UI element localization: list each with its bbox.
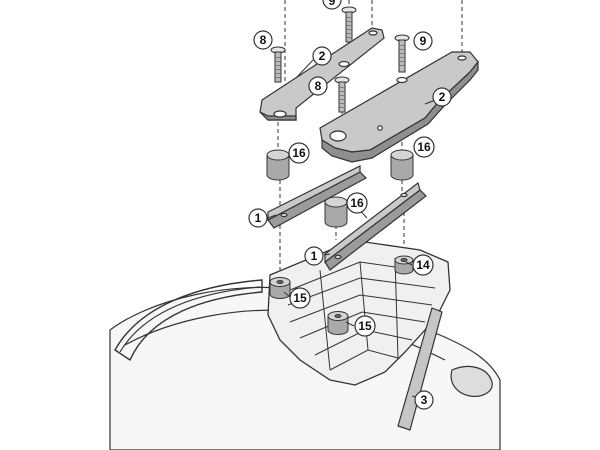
svg-text:16: 16	[350, 196, 364, 210]
screw-9-top	[341, 6, 357, 43]
plate-1-lower	[324, 181, 427, 271]
callout-2-small: 2	[312, 46, 332, 66]
spacer-14	[394, 255, 414, 275]
callout-15-left: 15	[289, 287, 311, 309]
callouts: 8 9 2 9 8 2 16 16	[248, 0, 452, 410]
callout-8-center: 8	[308, 76, 328, 96]
side-support-bar	[397, 307, 443, 431]
screw-8-center	[334, 76, 350, 113]
callout-16-left: 16	[288, 142, 310, 164]
tail-light	[450, 365, 493, 397]
motorcycle-rear	[109, 241, 501, 450]
spacer-16-left	[266, 149, 290, 181]
grab-rail-left	[114, 279, 263, 362]
rack-spacers	[269, 255, 414, 335]
svg-text:2: 2	[439, 90, 446, 104]
bracket-plate-large	[319, 51, 479, 163]
flat-plates-1	[267, 165, 427, 271]
callout-1-upper: 1	[248, 208, 268, 228]
svg-text:8: 8	[315, 79, 322, 93]
callout-16-center: 16	[346, 192, 368, 214]
svg-text:15: 15	[358, 319, 372, 333]
svg-text:16: 16	[292, 146, 306, 160]
grab-rail-left-inner	[119, 286, 261, 353]
callout-14: 14	[412, 254, 434, 276]
callout-15-center: 15	[354, 315, 376, 337]
callout-9-right: 9	[413, 31, 433, 51]
bracket-plate-small	[259, 27, 385, 121]
screw-9-right	[394, 34, 410, 73]
svg-text:2: 2	[319, 49, 326, 63]
callout-16-right: 16	[413, 136, 435, 158]
svg-text:1: 1	[311, 249, 318, 263]
callout-8-left: 8	[253, 30, 273, 50]
plate-1-upper	[267, 165, 367, 229]
screws	[270, 6, 410, 113]
callout-3: 3	[414, 390, 434, 410]
callout-2-large: 2	[432, 87, 452, 107]
svg-text:3: 3	[421, 393, 428, 407]
svg-text:9: 9	[329, 0, 336, 8]
spacer-16-right	[390, 149, 414, 181]
spacer-15-left	[269, 277, 291, 299]
svg-text:9: 9	[420, 34, 427, 48]
callout-9-top: 9	[322, 0, 342, 10]
spacer-16-center	[324, 196, 348, 228]
svg-text:15: 15	[293, 291, 307, 305]
spacer-15-center	[327, 311, 349, 335]
svg-text:16: 16	[417, 140, 431, 154]
svg-text:14: 14	[416, 258, 430, 272]
screw-8-left	[270, 46, 286, 83]
rubber-spacers-16	[266, 149, 414, 228]
svg-text:1: 1	[255, 211, 262, 225]
svg-text:8: 8	[260, 33, 267, 47]
callout-1-lower: 1	[304, 246, 324, 266]
